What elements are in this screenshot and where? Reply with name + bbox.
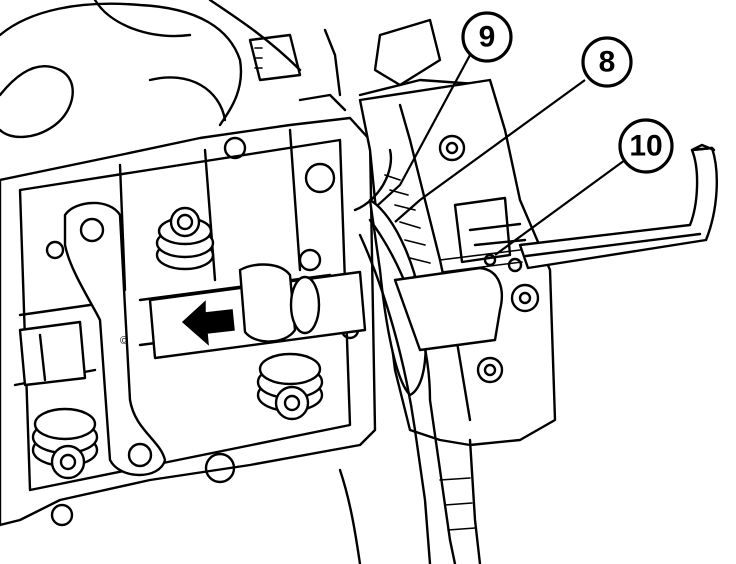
callout-leaders (377, 54, 626, 256)
callout-9-label: 9 (479, 21, 496, 54)
rotation-direction-arrow (181, 300, 235, 346)
callout-8: 8 (581, 36, 633, 88)
callout-10: 10 (618, 118, 674, 174)
leader-10 (494, 159, 626, 256)
engine-block-background (0, 0, 502, 139)
valve-spring-upper (155, 206, 215, 271)
leader-9 (377, 54, 471, 206)
bearing-cap-strap: © (63, 201, 167, 477)
leader-8 (394, 79, 586, 223)
copyright-mark: © (120, 335, 128, 347)
timing-sprocket (368, 174, 439, 397)
callout-8-label: 8 (599, 46, 616, 79)
callout-10-label: 10 (629, 130, 662, 163)
camshaft-locking-tool (393, 196, 527, 352)
callout-9-circle (461, 11, 513, 63)
valve-spring-middle (256, 352, 324, 421)
callout-8-circle (581, 36, 633, 88)
callout-10-circle (618, 118, 674, 174)
valve-spring-lower (31, 407, 99, 480)
callout-9: 9 (461, 11, 513, 63)
allen-key (518, 143, 718, 270)
